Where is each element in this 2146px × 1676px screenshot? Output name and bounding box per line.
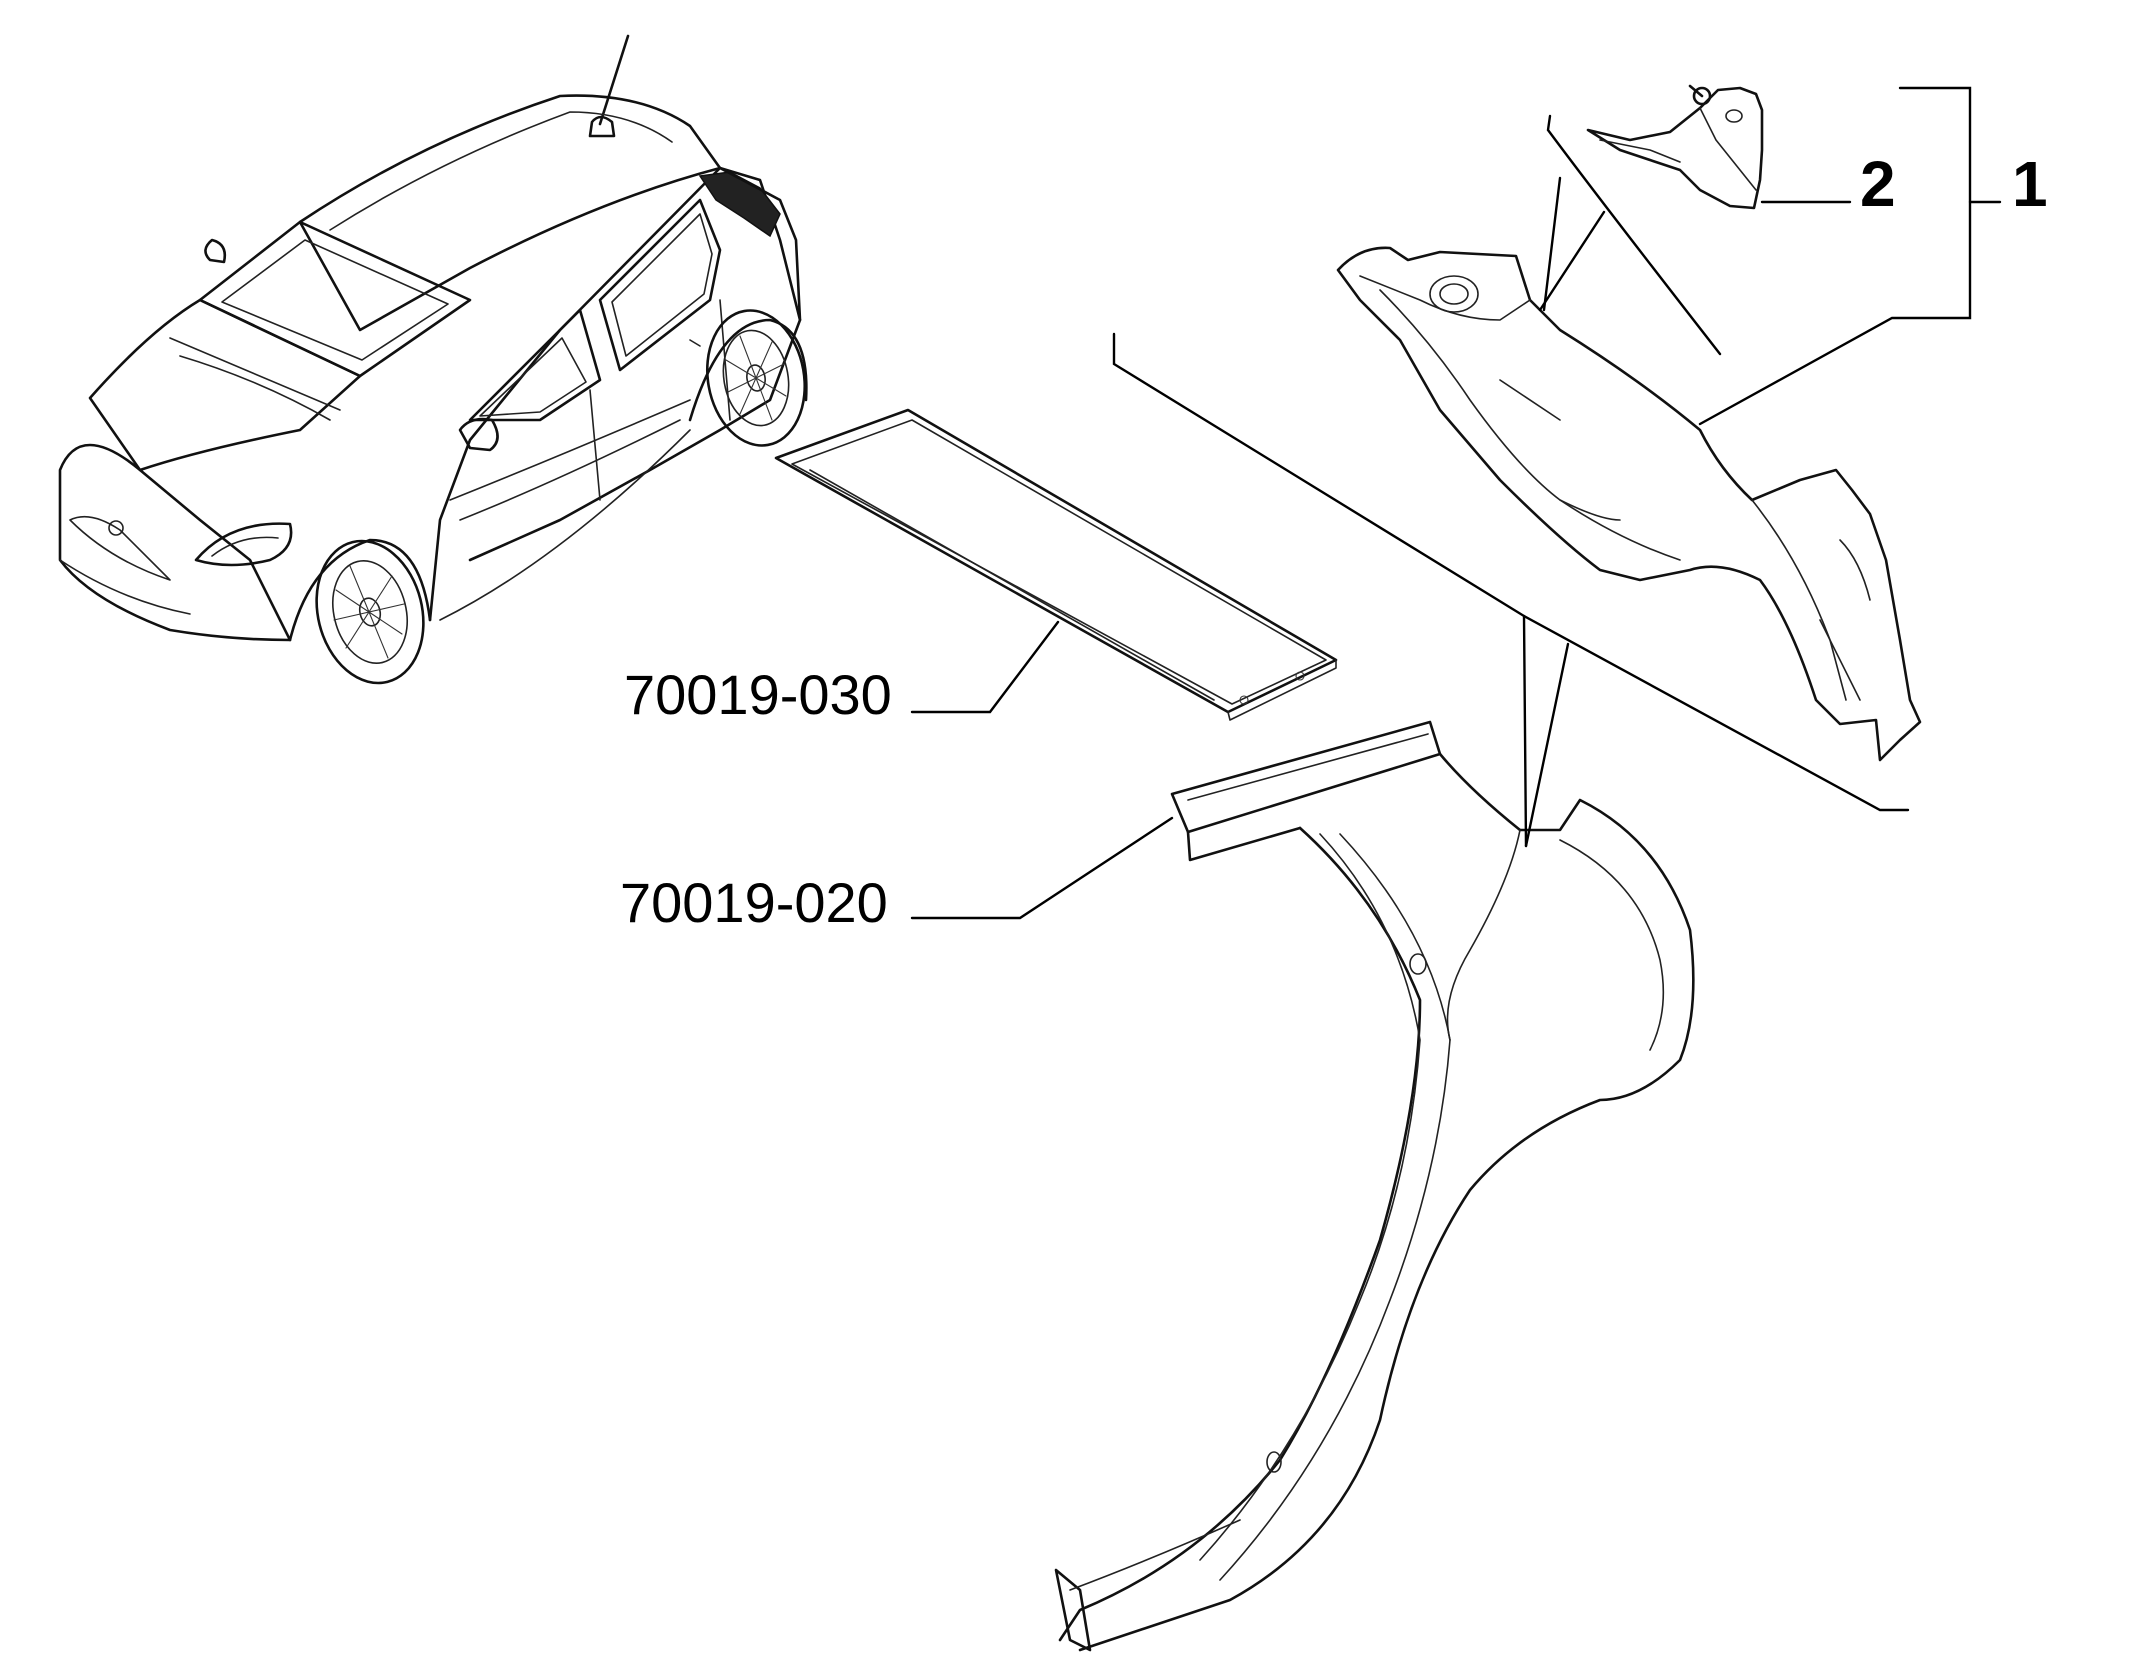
part-2-bracket-drawing	[1586, 84, 1764, 210]
callout-ref-1: 1	[2012, 148, 2048, 220]
callout-ref-2: 2	[1860, 148, 1896, 220]
part-70019-020-drawing	[1054, 720, 1695, 1652]
callout-70019-030: 70019-030	[624, 663, 892, 726]
part-70019-030-drawing	[774, 408, 1338, 721]
callout-70019-020: 70019-020	[620, 871, 888, 934]
leader-lines	[910, 86, 2002, 920]
reference-car-illustration	[58, 34, 808, 685]
part-1-wheelhouse-drawing	[1336, 246, 1922, 762]
